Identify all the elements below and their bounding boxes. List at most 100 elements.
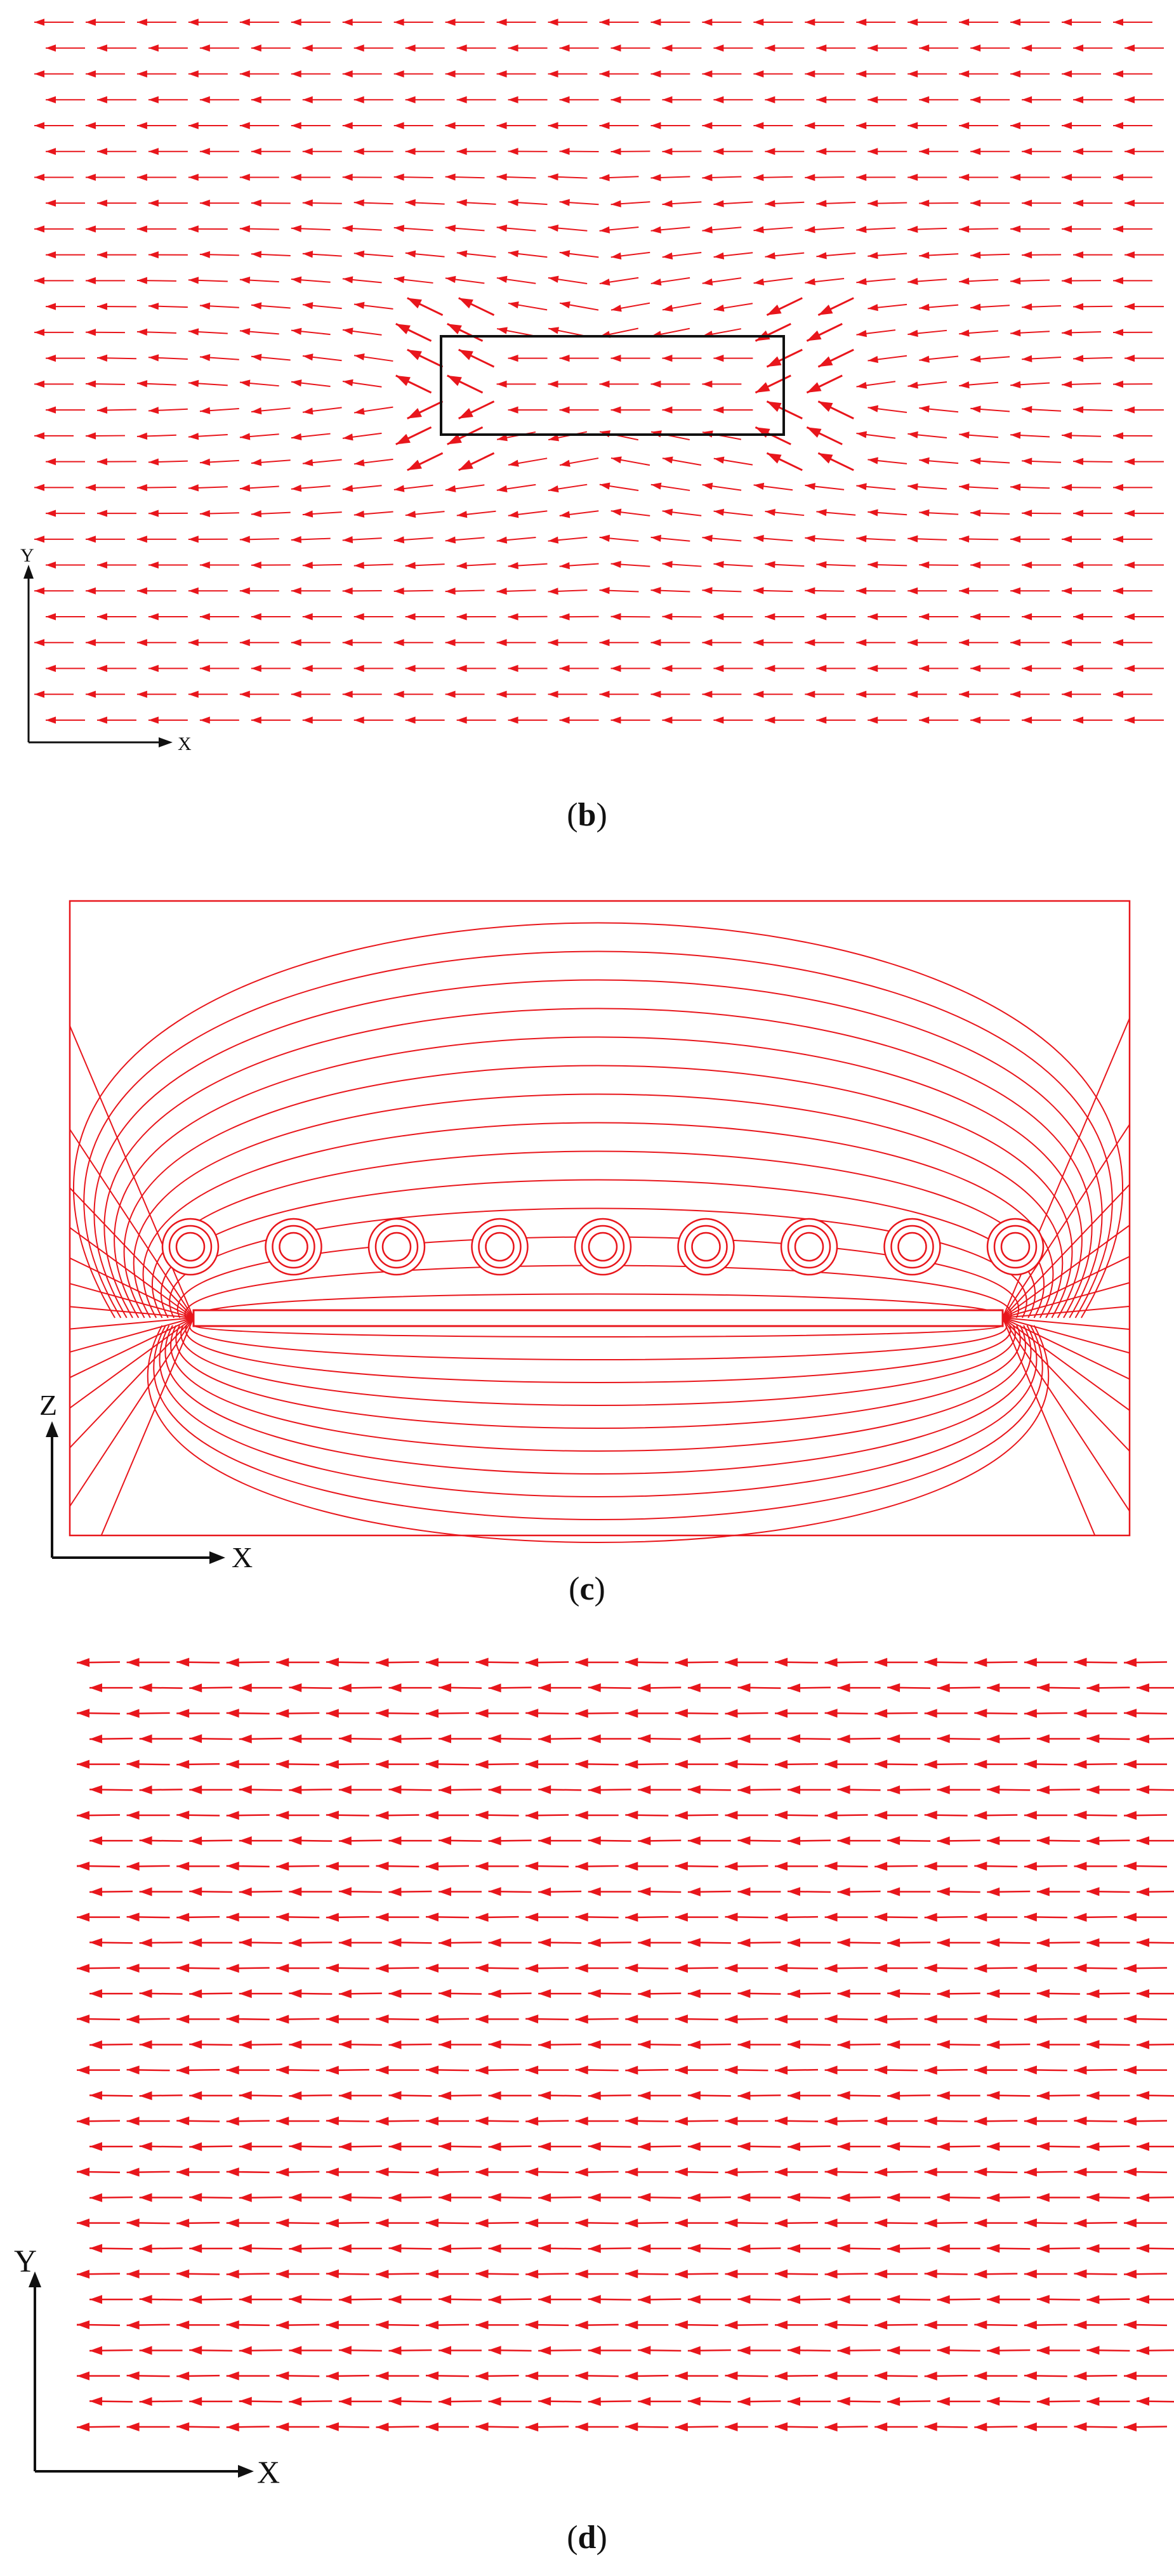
field-line — [69, 1317, 194, 1449]
field-arrow-head — [426, 1912, 439, 1922]
field-arrow-head — [788, 2396, 800, 2406]
field-arrow-head — [353, 664, 364, 673]
field-arrow-head — [126, 1964, 140, 1973]
field-arrow-head — [525, 1912, 539, 1922]
field-arrow-head — [919, 613, 930, 621]
field-arrow-head — [439, 1887, 451, 1896]
field-arrow-head — [376, 1862, 389, 1871]
field-arrow-head — [148, 251, 159, 259]
field-arrow-head — [816, 96, 827, 103]
field-arrow-head — [575, 1709, 588, 1718]
field-line — [159, 1325, 1038, 1497]
field-arrow-head — [867, 96, 878, 103]
field-arrow-head — [867, 716, 878, 724]
field-arrow-head — [239, 276, 251, 284]
field-arrow-head — [136, 639, 147, 647]
field-arrow-head — [338, 1938, 352, 1947]
field-arrow-head — [388, 2091, 402, 2100]
field-arrow-head — [575, 1658, 588, 1667]
field-arrow-head — [907, 18, 918, 26]
field-arrow-head — [713, 613, 724, 621]
field-arrow-head — [775, 2218, 788, 2228]
field-arrow-head — [34, 173, 44, 181]
field-arrow-head — [767, 401, 782, 412]
field-arrow-head — [824, 1811, 838, 1820]
field-arrow-head — [907, 225, 918, 233]
field-arrow-head — [85, 122, 96, 129]
field-arrow-head — [548, 588, 558, 595]
field-line — [69, 1317, 194, 1409]
field-arrow-head — [765, 561, 775, 568]
conductor-loop-ring — [1000, 1232, 1031, 1262]
field-arrow-head — [588, 2141, 601, 2151]
field-arrow-head — [353, 510, 365, 518]
field-arrow-head — [987, 2193, 1000, 2202]
field-line — [147, 1325, 1049, 1543]
field-arrow-head — [1010, 122, 1021, 129]
field-arrow-head — [737, 1938, 751, 1948]
field-arrow-head — [239, 225, 250, 233]
field-arrow-head — [987, 2040, 1000, 2049]
field-arrow-head — [725, 2065, 738, 2075]
field-arrow-head — [488, 1734, 501, 1744]
conductor-loop-ring — [890, 1225, 934, 1269]
field-arrow-head — [46, 561, 56, 569]
field-arrow-head — [1010, 431, 1021, 439]
field-arrow-head — [675, 2320, 688, 2330]
field-arrow-head — [974, 2270, 987, 2279]
field-line — [190, 1293, 1006, 1318]
field-arrow-head — [775, 1810, 788, 1820]
field-arrow-head — [837, 2346, 850, 2355]
field-arrow-head — [1124, 2065, 1137, 2075]
field-arrow-head — [34, 122, 44, 129]
field-arrow-head — [496, 18, 507, 26]
field-arrow-head — [251, 510, 262, 518]
field-arrow-head — [559, 96, 570, 103]
field-arrow-head — [575, 2014, 588, 2024]
field-arrow-head — [824, 1658, 838, 1667]
field-arrow-head — [1074, 1709, 1087, 1718]
field-arrow-head — [1036, 2193, 1050, 2202]
field-arrow-head — [575, 2065, 588, 2075]
field-arrow-head — [388, 2193, 402, 2202]
field-arrow-head — [188, 639, 199, 647]
field-arrow-head — [496, 639, 507, 647]
field-arrow-head — [1113, 277, 1123, 285]
field-arrow-head — [824, 2218, 838, 2228]
field-arrow-head — [837, 1887, 850, 1896]
field-arrow-head — [136, 328, 148, 336]
conductor-loop-ring — [581, 1225, 625, 1269]
field-arrow-head — [139, 1938, 152, 1948]
field-arrow-head — [788, 2193, 801, 2202]
field-arrow-head — [538, 2346, 551, 2355]
field-arrow-head — [393, 485, 405, 492]
field-arrow-head — [338, 1887, 352, 1896]
field-arrow-head — [139, 2397, 152, 2407]
field-arrow-head — [447, 433, 462, 445]
field-arrow-head — [675, 2371, 688, 2381]
field-arrow-head — [226, 1658, 239, 1667]
field-arrow-head — [919, 148, 930, 155]
field-arrow-head — [136, 536, 147, 543]
field-arrow-head — [575, 2117, 588, 2126]
field-line — [1002, 1124, 1130, 1318]
field-arrow-head — [599, 534, 610, 542]
field-arrow-head — [496, 536, 508, 544]
field-arrow-head — [874, 1811, 888, 1820]
field-arrow-head — [226, 1759, 239, 1769]
field-arrow-head — [148, 148, 159, 155]
field-arrow-head — [199, 613, 210, 621]
field-arrow-head — [353, 250, 365, 258]
field-arrow-head — [538, 2295, 551, 2304]
field-arrow-head — [439, 1836, 452, 1845]
field-arrow-head — [559, 199, 570, 206]
field-arrow-head — [85, 587, 96, 595]
field-arrow-head — [775, 1657, 788, 1667]
field-arrow-head — [188, 173, 199, 181]
field-arrow-head — [525, 2422, 539, 2432]
field-arrow-head — [426, 2065, 439, 2075]
field-arrow-head — [496, 380, 507, 388]
field-arrow-head — [126, 2371, 140, 2381]
field-arrow-head — [188, 433, 199, 440]
field-arrow-head — [924, 2422, 937, 2431]
